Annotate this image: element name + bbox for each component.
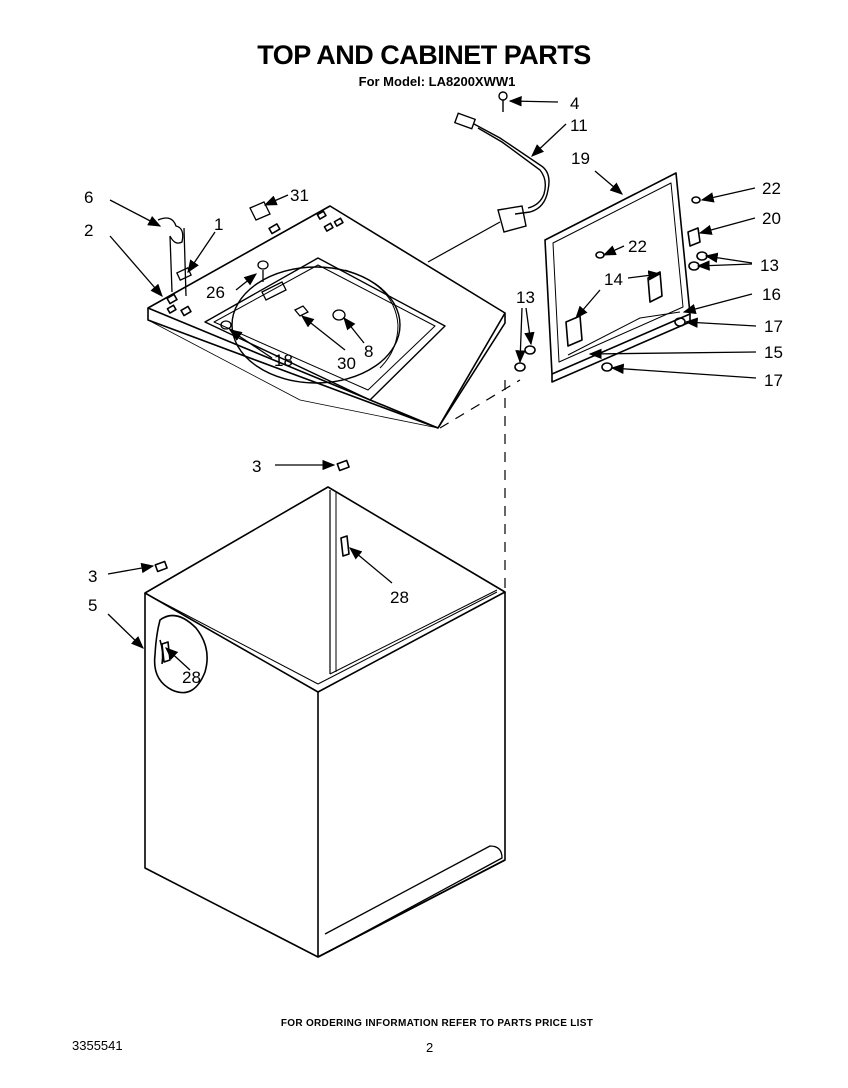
callout-15: 15 (764, 343, 783, 362)
ordering-note: FOR ORDERING INFORMATION REFER TO PARTS … (280, 1018, 594, 1029)
page-number: 2 (426, 1040, 434, 1055)
top-panel (147, 205, 506, 429)
callout-30: 30 (337, 354, 356, 373)
callout-16: 16 (762, 285, 781, 304)
callout-5: 5 (88, 596, 97, 615)
callout-2: 2 (84, 221, 93, 240)
callout-13-right: 13 (760, 256, 779, 275)
callout-22-top: 22 (762, 179, 781, 198)
harness-guide-line (427, 221, 501, 263)
leader-arrows (107, 96, 757, 671)
cabinet (144, 459, 506, 958)
callout-18: 18 (274, 351, 293, 370)
callout-26: 26 (206, 283, 225, 302)
document-number: 3355541 (72, 1038, 123, 1053)
callout-3-lower: 3 (88, 567, 97, 586)
callout-28-left: 28 (182, 668, 201, 687)
callout-8: 8 (364, 342, 373, 361)
callout-17-upper: 17 (764, 317, 783, 336)
callout-11: 11 (570, 116, 588, 135)
page-title: TOP AND CABINET PARTS (257, 40, 591, 70)
callout-17-lower: 17 (764, 371, 783, 390)
callout-numbers: 4 11 19 6 31 1 2 26 22 20 22 13 14 16 13… (84, 94, 783, 687)
callout-19: 19 (571, 149, 590, 168)
callout-4: 4 (570, 94, 579, 113)
model-line: For Model: LA8200XWW1 (358, 74, 516, 89)
callout-3-upper: 3 (252, 457, 261, 476)
callout-22-lid: 22 (628, 237, 647, 256)
callout-6: 6 (84, 188, 93, 207)
wiring-harness (453, 91, 550, 233)
callout-20: 20 (762, 209, 781, 228)
callout-13-left: 13 (516, 288, 535, 307)
callout-14: 14 (604, 270, 623, 289)
callout-28-right: 28 (390, 588, 409, 607)
callout-31: 31 (290, 186, 309, 205)
assembly-lines (439, 379, 521, 592)
callout-1: 1 (214, 215, 223, 234)
